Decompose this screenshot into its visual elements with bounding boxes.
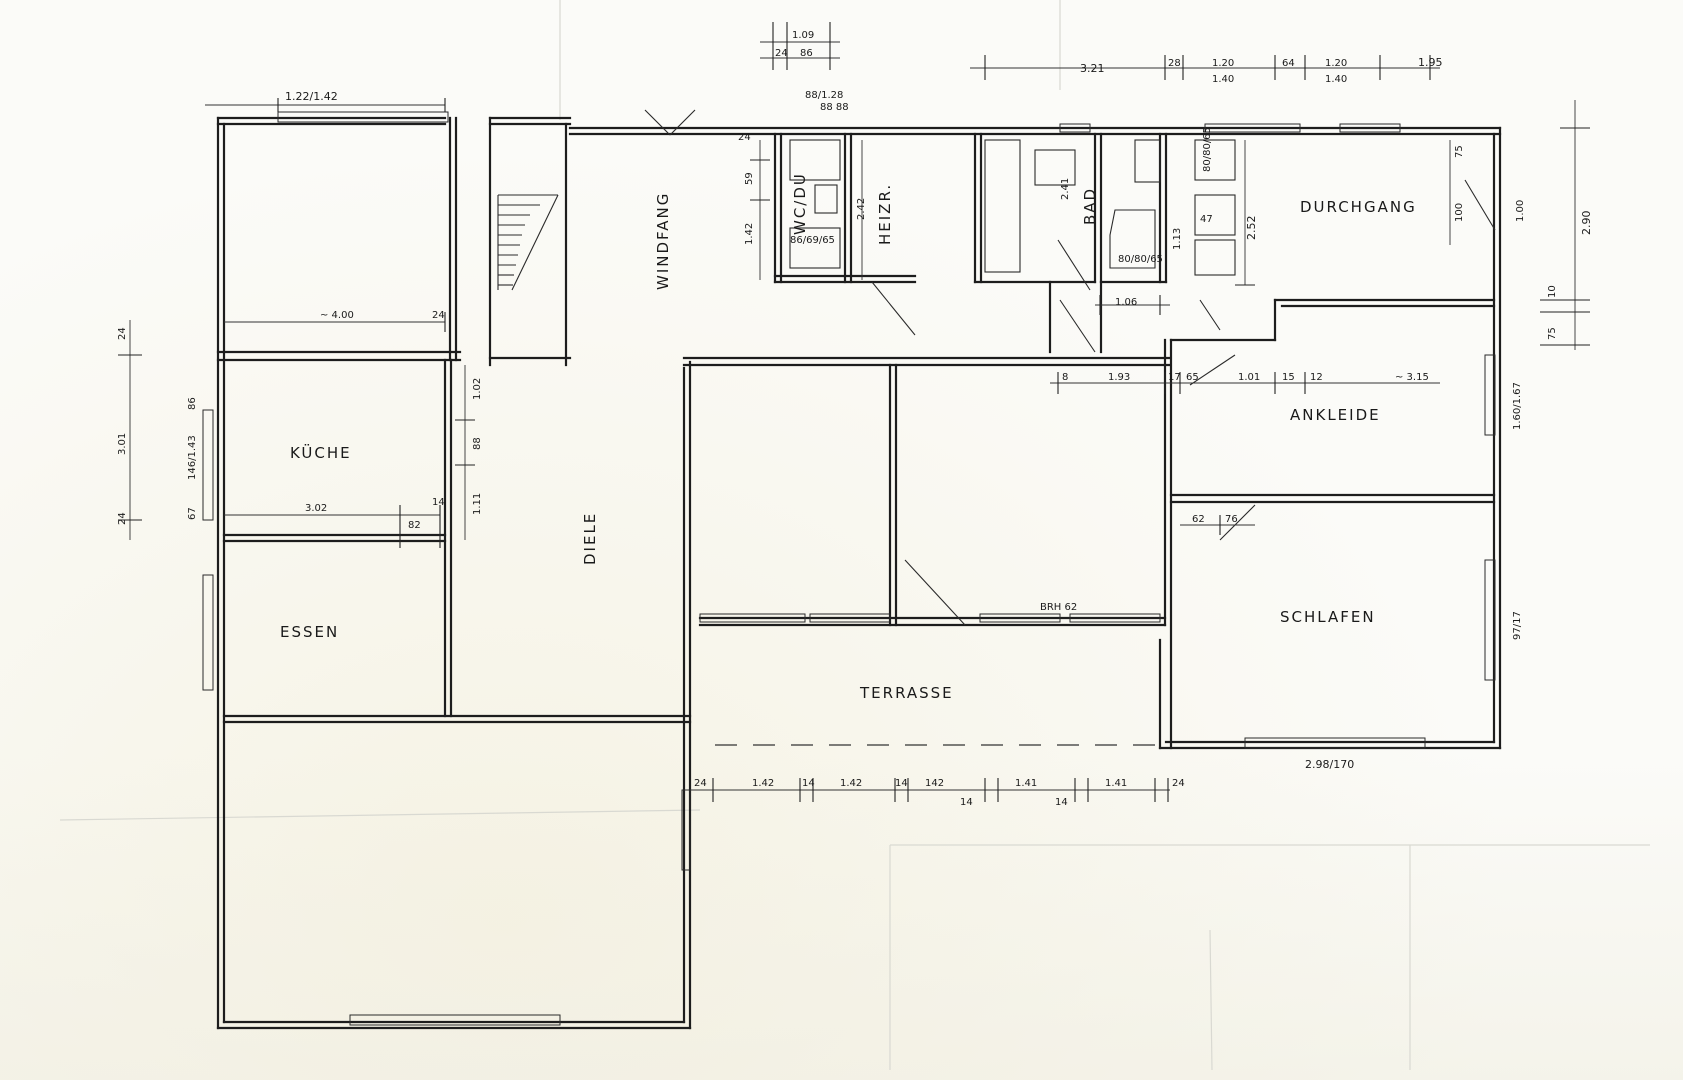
dim-top-wc-b: 88 88	[820, 102, 849, 113]
dim-inner-111: 1.11	[472, 493, 483, 515]
dim-bad-241: 2.41	[1060, 178, 1071, 200]
dim-ter-24b: 24	[1172, 778, 1185, 789]
dim-ter-142b: 1.42	[840, 778, 862, 789]
dim-durch-100b: 1.00	[1515, 200, 1526, 222]
dim-top-321: 3.21	[1080, 62, 1105, 75]
dim-top-door-c: 86	[800, 48, 813, 59]
dim-top-64: 64	[1282, 58, 1295, 69]
room-label-terrasse: TERRASSE	[859, 684, 954, 702]
dim-left-24b: 24	[117, 512, 128, 525]
dim-top-195: 1.95	[1418, 56, 1443, 69]
dim-ter-14d: 14	[1055, 797, 1068, 808]
dim-inner-102: 1.02	[472, 378, 483, 400]
dim-ter-14c: 14	[960, 797, 973, 808]
room-label-diele: DIELE	[581, 512, 599, 565]
windows	[202, 111, 1496, 1026]
dim-ter-141a: 1.41	[1015, 778, 1037, 789]
room-label-kueche: KÜCHE	[290, 443, 352, 462]
dim-inner-88: 88	[472, 437, 483, 450]
dim-left-win: 146/1.43	[187, 435, 198, 480]
dim-top-kitchen-window: 1.22/1.42	[285, 90, 338, 103]
dim-right-290: 2.90	[1580, 211, 1593, 236]
room-label-wc-du: WC/DU	[791, 172, 809, 235]
dim-top-120a: 1.20	[1212, 58, 1234, 69]
room-label-schlafen: SCHLAFEN	[1280, 608, 1376, 626]
room-labels: KÜCHE ESSEN DIELE WINDFANG WC/DU HEIZR. …	[280, 172, 1417, 702]
dim-ter-14b: 14	[895, 778, 908, 789]
dim-top-120b: 1.20	[1325, 58, 1347, 69]
dim-ank-65: 65	[1186, 372, 1199, 383]
dim-left-86: 86	[187, 397, 198, 410]
room-label-ankleide: ANKLEIDE	[1290, 406, 1381, 424]
dim-ter-142a: 1.42	[752, 778, 774, 789]
staircase	[497, 194, 559, 291]
dim-bad-tub: 80/80/65	[1118, 254, 1163, 265]
dim-left-24a: 24	[117, 327, 128, 340]
dim-sch-win-r: 97/17	[1512, 611, 1523, 640]
room-label-essen: ESSEN	[280, 623, 339, 641]
paper-folds	[59, 0, 1650, 1071]
dim-bad-47: 47	[1200, 214, 1213, 225]
dim-top-140a: 1.40	[1212, 74, 1234, 85]
dim-wc-fixture: 86/69/65	[790, 235, 835, 246]
dim-bad-80: 80/80/65	[1202, 127, 1213, 172]
doors	[644, 109, 1496, 626]
dim-durch-75: 75	[1454, 145, 1465, 158]
dim-ank-17: 17	[1168, 372, 1181, 383]
dim-top-door: 1.09	[792, 30, 814, 41]
dim-top-wc: 88/1.28	[805, 90, 843, 101]
dim-inner-82: 82	[408, 520, 421, 531]
dim-right-75: 75	[1547, 327, 1558, 340]
inner-walls	[216, 116, 1496, 750]
dim-bad-106: 1.06	[1115, 297, 1137, 308]
dim-sch-76: 76	[1225, 514, 1238, 525]
dim-ank-8: 8	[1062, 372, 1068, 383]
dim-durch-100a: 100	[1454, 203, 1465, 222]
room-label-bad: BAD	[1081, 187, 1099, 225]
dim-kitchen-24: 24	[432, 310, 445, 321]
dim-ter-14a: 14	[802, 778, 815, 789]
dim-wc-24: 24	[738, 132, 751, 143]
dim-ank-193: 1.93	[1108, 372, 1130, 383]
dim-top-140b: 1.40	[1325, 74, 1347, 85]
dim-kitchen-width: ~ 4.00	[320, 310, 354, 321]
dimension-labels: 1.22/1.42 1.09 24 86 88/1.28 88 88 3.21 …	[117, 30, 1593, 808]
dim-sch-win-b: 2.98/170	[1305, 758, 1354, 771]
dimension-lines	[118, 22, 1590, 802]
dim-ank-15: 15	[1282, 372, 1295, 383]
dim-bad-113: 1.13	[1172, 228, 1183, 250]
room-label-heizr: HEIZR.	[876, 183, 894, 245]
dim-wc-59: 59	[744, 172, 755, 185]
dim-top-28: 28	[1168, 58, 1181, 69]
dim-ter-24a: 24	[694, 778, 707, 789]
dim-left-301: 3.01	[117, 433, 128, 455]
bathroom-fixtures	[789, 139, 1236, 276]
dim-ter-141b: 1.41	[1105, 778, 1127, 789]
room-label-windfang: WINDFANG	[654, 192, 672, 290]
dim-wc-142: 1.42	[744, 223, 755, 245]
room-label-durchgang: DURCHGANG	[1300, 198, 1417, 216]
dim-left-67: 67	[187, 507, 198, 520]
dim-ank-win: 1.60/1.67	[1512, 382, 1523, 430]
dim-ank-315: ~ 3.15	[1395, 372, 1429, 383]
outer-walls	[216, 116, 1502, 1030]
dim-sch-62: 62	[1192, 514, 1205, 525]
dim-inner-14: 14	[432, 497, 445, 508]
dim-ank-101: 1.01	[1238, 372, 1260, 383]
dim-inner-302: 3.02	[305, 503, 327, 514]
dim-top-door-b: 24	[775, 48, 788, 59]
dim-heizr-242: 2.42	[856, 198, 867, 220]
dim-durch-252: 2.52	[1245, 216, 1258, 241]
dim-right-10: 10	[1547, 285, 1558, 298]
dim-ter-142c: 142	[925, 778, 944, 789]
dim-ank-12: 12	[1310, 372, 1323, 383]
dim-brh-62: BRH 62	[1040, 602, 1077, 613]
